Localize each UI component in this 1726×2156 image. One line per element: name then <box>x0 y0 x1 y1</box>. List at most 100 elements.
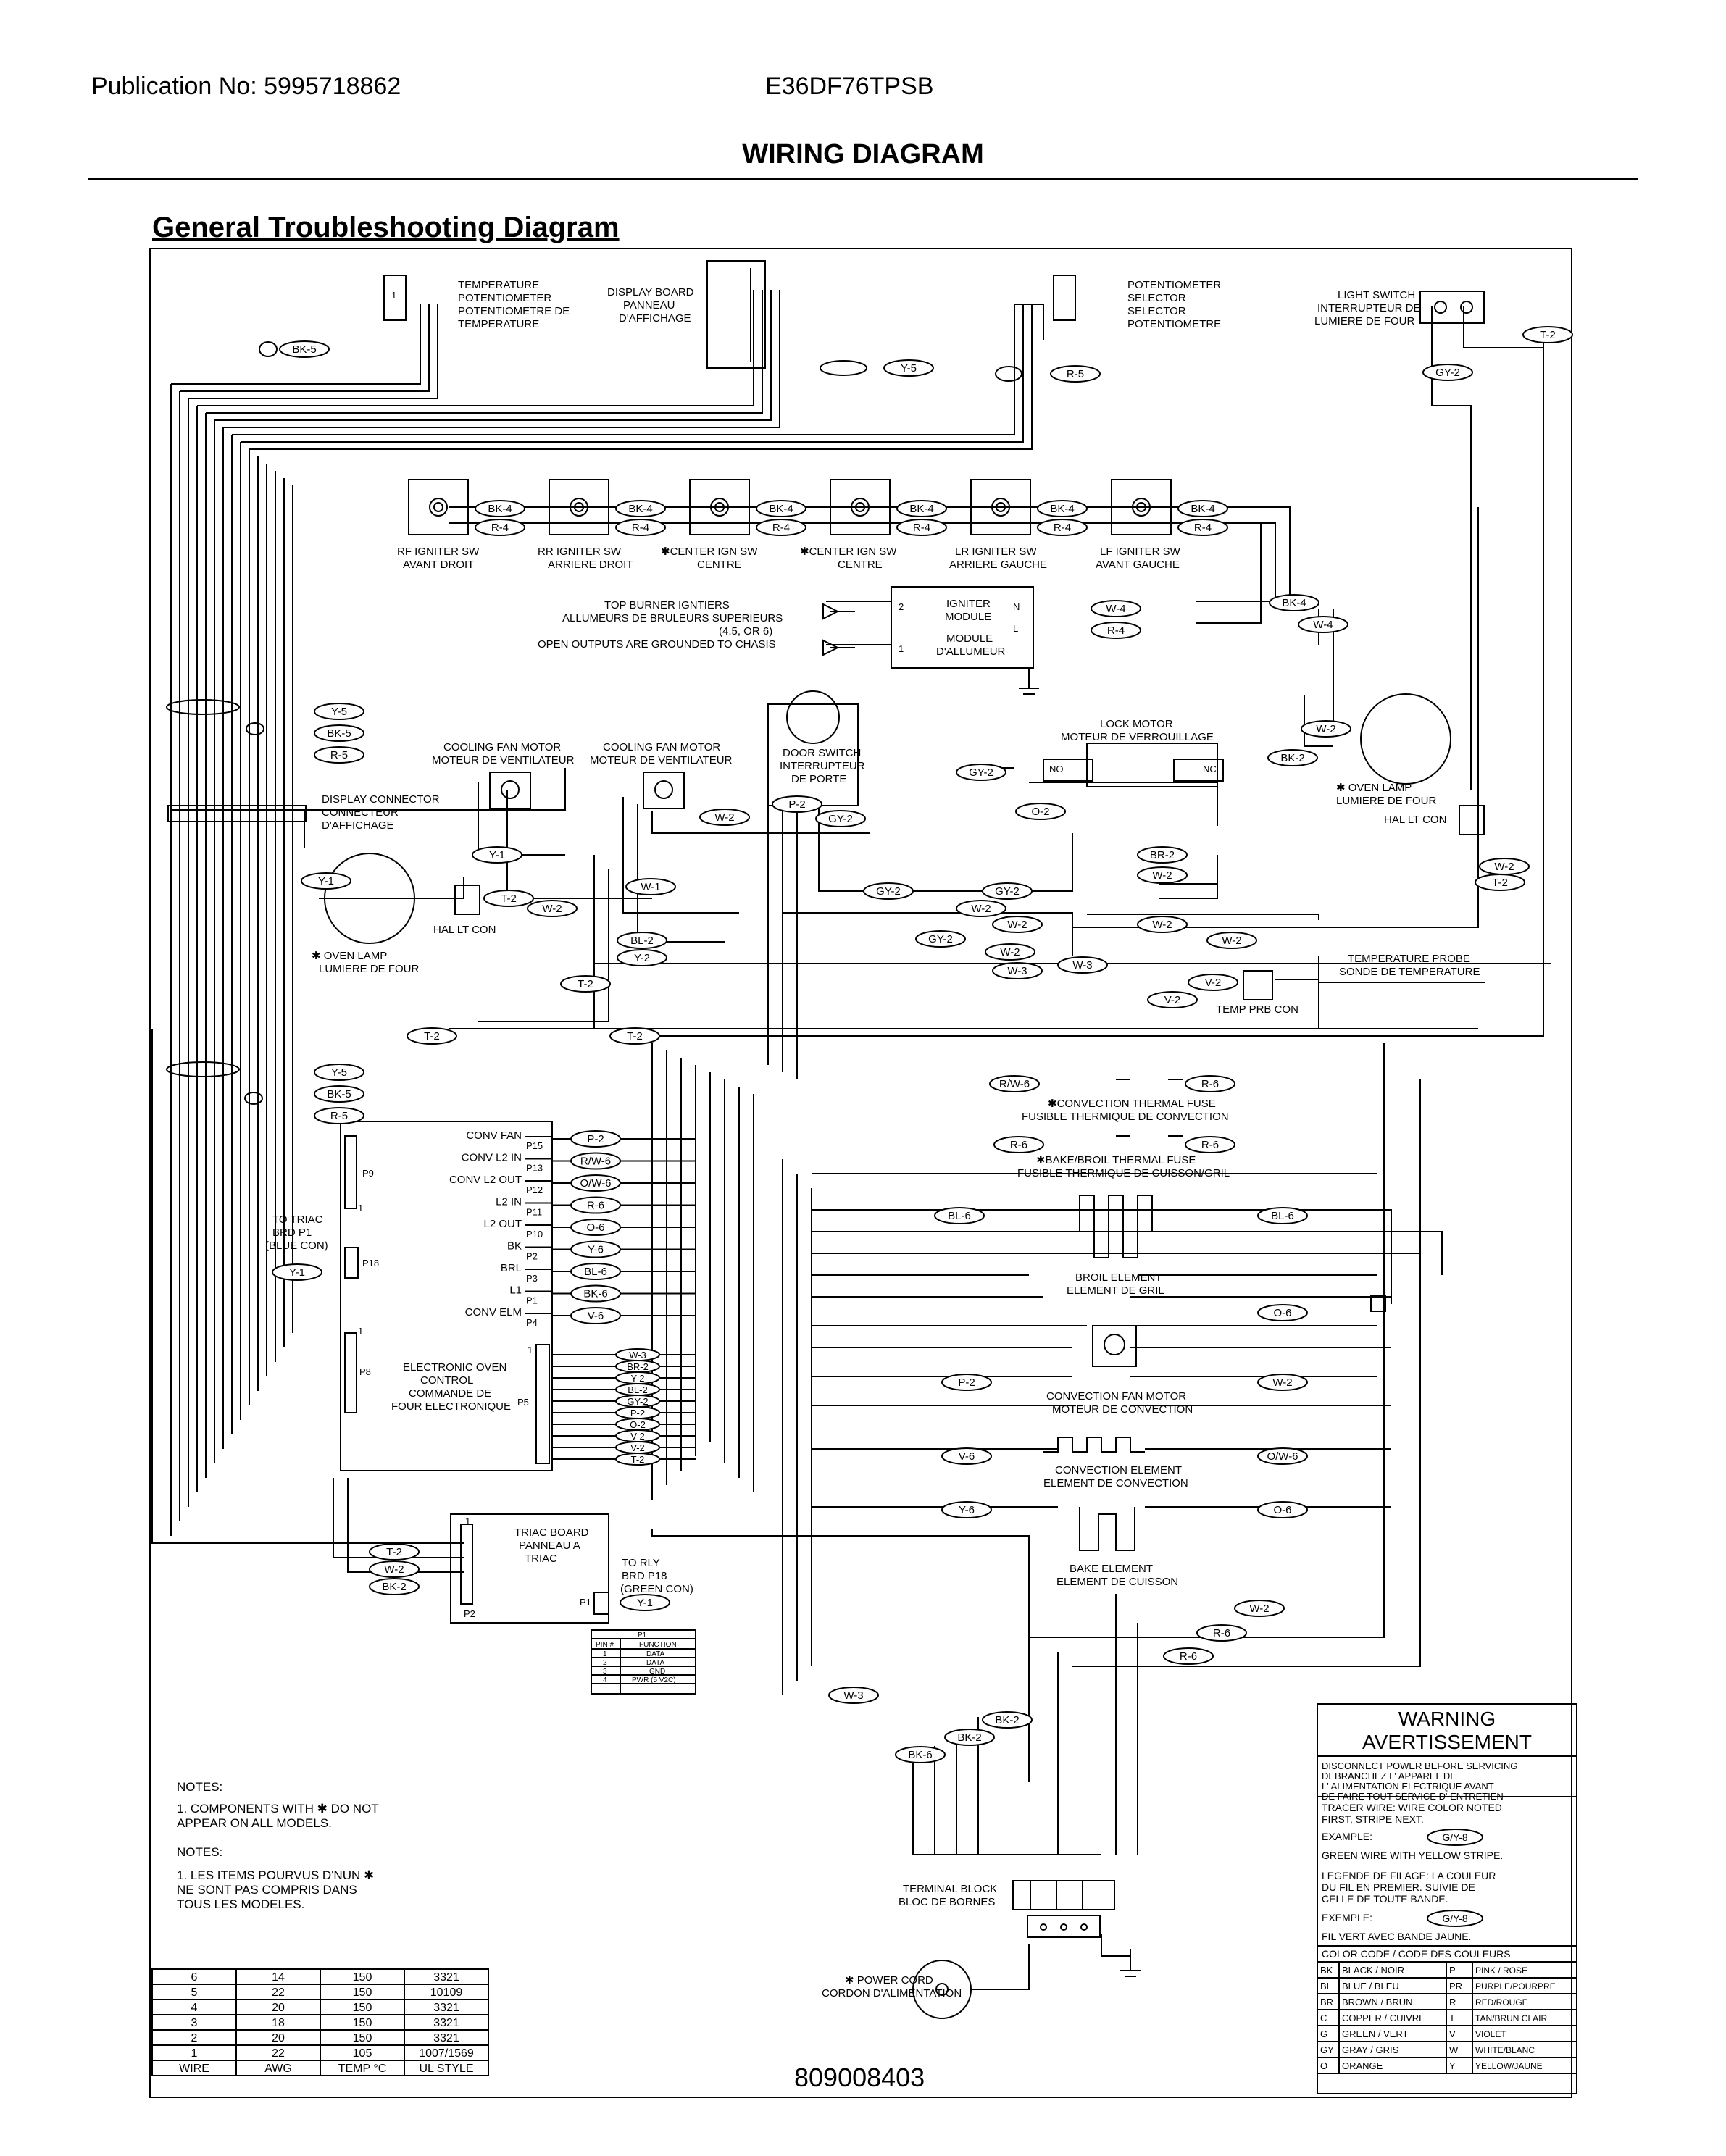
diagram-label: R-6 <box>1201 1139 1219 1151</box>
diagram-label: BR-2 <box>627 1361 649 1372</box>
wire-tag: R-5 <box>314 746 364 764</box>
diagram-label: NC <box>1203 764 1217 774</box>
diagram-label: BK-4 <box>1191 503 1214 515</box>
diagram-label: CONVECTION FAN MOTOR <box>1046 1390 1186 1403</box>
cooling-fan-motor-2: COOLING FAN MOTOR MOTEUR DE VENTILATEUR <box>590 741 733 809</box>
wire-tag: W-2 <box>1137 866 1188 884</box>
diagram-label: BK-5 <box>327 727 351 740</box>
diagram-label: P8 <box>359 1366 371 1377</box>
page-title: WIRING DIAGRAM <box>742 139 984 170</box>
wire-tag: BK-4 <box>896 500 947 517</box>
diagram-label: BK-4 <box>1050 503 1074 515</box>
diagram-label: NOTES: <box>177 1780 222 1794</box>
diagram-label: R-4 <box>491 522 509 534</box>
part-number: 809008403 <box>794 2063 925 2092</box>
wire-tag: T-2 <box>407 1027 457 1045</box>
section-title: General Troubleshooting Diagram <box>152 212 620 243</box>
diagram-label: MODULE <box>945 611 991 623</box>
diagram-label: CONNECTEUR <box>322 806 399 819</box>
wire-tag: BK-4 <box>1177 500 1228 517</box>
diagram-label: R-6 <box>1180 1650 1197 1663</box>
diagram-label: P4 <box>526 1317 538 1328</box>
diagram-label: VIOLET <box>1475 2029 1506 2039</box>
wire-tag: O/W-6 <box>1257 1447 1308 1465</box>
diagram-label: R-6 <box>587 1200 604 1212</box>
wire-table-cell: 18 <box>272 2017 285 2029</box>
cooling-fan-motor-1: COOLING FAN MOTOR MOTEUR DE VENTILATEUR <box>432 741 575 809</box>
diagram-label: ✱BAKE/BROIL THERMAL FUSE <box>1036 1154 1196 1166</box>
diagram-label: BL-6 <box>1271 1210 1294 1222</box>
diagram-label: DATA <box>646 1650 665 1658</box>
wire-table-cell: 3321 <box>433 1971 459 1984</box>
wire-tag: GY-2 <box>863 882 914 900</box>
diagram-label: V-2 <box>630 1431 645 1442</box>
diagram-label: P-2 <box>587 1133 604 1145</box>
wire-tag: O/W-6 <box>570 1174 621 1192</box>
diagram-label: TO TRIAC <box>272 1213 323 1226</box>
lock-motor: NO NC LOCK MOTOR MOTEUR DE VERROUILLAGE <box>1043 718 1224 787</box>
wire-table-cell: 1 <box>191 2047 198 2060</box>
wire-tag: BK-4 <box>1037 500 1088 517</box>
wire-table-cell: 150 <box>353 2032 372 2044</box>
diagram-label: ELECTRONIC OVEN <box>403 1361 506 1374</box>
diagram-label: R-5 <box>330 1110 348 1122</box>
diagram-label: BK-5 <box>292 343 316 356</box>
diagram-label: BK-2 <box>1280 752 1304 764</box>
diagram-label: PR <box>1449 1981 1462 1992</box>
wire-tag: R-4 <box>1091 622 1141 639</box>
wire-table-cell: 3 <box>191 2017 198 2029</box>
diagram-label: BK-5 <box>327 1088 351 1100</box>
diagram-label: P12 <box>526 1184 543 1195</box>
wire-tag: BK-2 <box>982 1711 1033 1729</box>
diagram-label: T-2 <box>1492 877 1508 889</box>
diagram-label: BLUE / BLEU <box>1342 1981 1399 1992</box>
wire-tag: G/Y-8 <box>1427 1910 1483 1927</box>
diagram-label: T-2 <box>1540 329 1556 341</box>
diagram-label: TEMPERATURE <box>458 279 539 291</box>
diagram-label: GY-2 <box>1435 367 1460 379</box>
diagram-label: W-2 <box>1494 861 1514 873</box>
electronic-oven-control: P9 1 1 P8 1 P5 ELECTRONIC OVEN CONTROL C… <box>340 1121 553 1471</box>
diagram-frame <box>149 248 1572 2098</box>
diagram-label: AVERTISSEMENT <box>1362 1731 1532 1753</box>
wire-tag: W-2 <box>1301 720 1351 738</box>
diagram-label: MOTEUR DE CONVECTION <box>1052 1403 1193 1416</box>
to-triac-connector: TO TRIAC BRD P1 (BLUE CON) P18 <box>265 1213 379 1279</box>
convection-element: CONVECTION ELEMENT ELEMENT DE CONVECTION <box>1043 1437 1188 1489</box>
diagram-label: BRD P1 <box>272 1227 312 1239</box>
diagram-label: CONV FAN <box>466 1129 522 1142</box>
wire-tag: V-2 <box>615 1429 660 1442</box>
wire-tag: W-2 <box>699 808 750 826</box>
diagram-label: BL <box>1320 1981 1332 1992</box>
diagram-label: CENTRE <box>838 559 883 571</box>
diagram-label: ✱ OVEN LAMP <box>1336 782 1412 794</box>
diagram-label: O-6 <box>1273 1307 1291 1319</box>
diagram-label: NE SONT PAS COMPRIS DANS <box>177 1883 357 1897</box>
wire-tag: T-2 <box>615 1453 660 1466</box>
diagram-label: PURPLE/POURPRE <box>1475 1981 1556 1992</box>
wire-table-cell: 3321 <box>433 2032 459 2044</box>
diagram-label: POTENTIOMETRE DE <box>458 305 570 317</box>
wire-table-cell: 150 <box>353 1986 372 1999</box>
diagram-label: R-4 <box>1054 522 1071 534</box>
diagram-label: LR IGNITER SW <box>955 546 1037 558</box>
wire-table-cell: 105 <box>353 2047 372 2060</box>
diagram-label: 3 <box>603 1668 607 1676</box>
wire-tag: GY-2 <box>915 930 966 948</box>
wire-tag: W-3 <box>992 962 1043 979</box>
diagram-label: P1 <box>580 1597 591 1608</box>
diagram-label: TRACER WIRE: WIRE COLOR NOTED <box>1322 1802 1502 1813</box>
wire-tag: P-2 <box>941 1374 992 1391</box>
diagram-label: 1 <box>465 1516 470 1526</box>
wire-tag: O-2 <box>615 1418 660 1431</box>
diagram-label: W-2 <box>1222 935 1241 947</box>
wire-tag: R-6 <box>1185 1075 1235 1092</box>
wire-table-cell: 1007/1569 <box>419 2047 474 2060</box>
diagram-label: P2 <box>526 1251 538 1262</box>
diagram-label: G/Y-8 <box>1442 1913 1467 1924</box>
diagram-label: C <box>1320 2013 1327 2023</box>
wire-tag: BK-4 <box>475 500 525 517</box>
